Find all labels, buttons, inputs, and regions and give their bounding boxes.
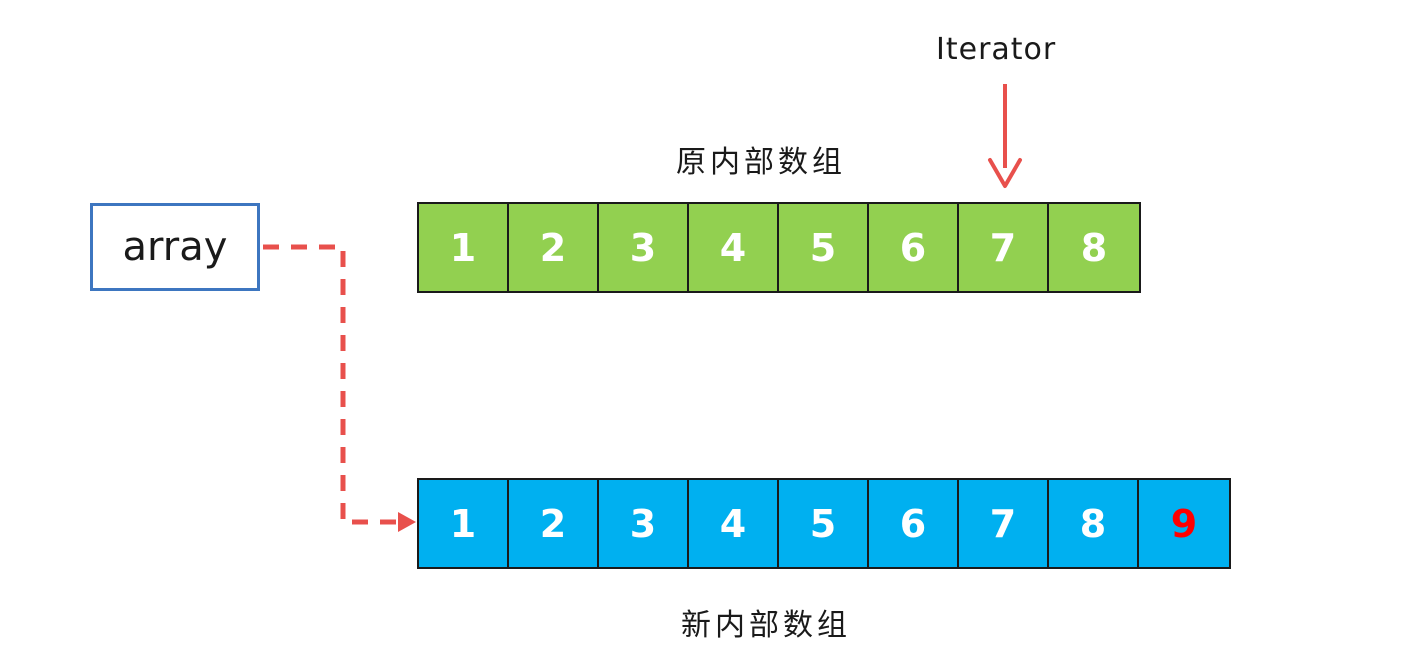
old-array-cell-3: 3 — [599, 204, 689, 291]
new-array-label: 新内部数组 — [681, 608, 851, 643]
new-array-cell-2: 2 — [509, 480, 599, 567]
new-array-cell-1: 1 — [419, 480, 509, 567]
old-array-label: 原内部数组 — [676, 145, 846, 180]
array-reference-arrow — [263, 244, 416, 532]
new-array-cell-8: 8 — [1049, 480, 1139, 567]
new-array-cell-5: 5 — [779, 480, 869, 567]
new-array-cell-9: 9 — [1139, 480, 1229, 567]
old-array-cell-8: 8 — [1049, 204, 1139, 291]
old-array-cell-2: 2 — [509, 204, 599, 291]
iterator-label: Iterator — [936, 32, 1057, 67]
iterator-arrow — [988, 84, 1022, 188]
old-array-cell-1: 1 — [419, 204, 509, 291]
old-array-cell-4: 4 — [689, 204, 779, 291]
new-array-cell-3: 3 — [599, 480, 689, 567]
old-array-cell-7: 7 — [959, 204, 1049, 291]
new-array-cell-7: 7 — [959, 480, 1049, 567]
new-array-cell-4: 4 — [689, 480, 779, 567]
old-array-cell-5: 5 — [779, 204, 869, 291]
old-array-cell-6: 6 — [869, 204, 959, 291]
array-reference-box: array — [90, 203, 260, 291]
new-array-cell-6: 6 — [869, 480, 959, 567]
